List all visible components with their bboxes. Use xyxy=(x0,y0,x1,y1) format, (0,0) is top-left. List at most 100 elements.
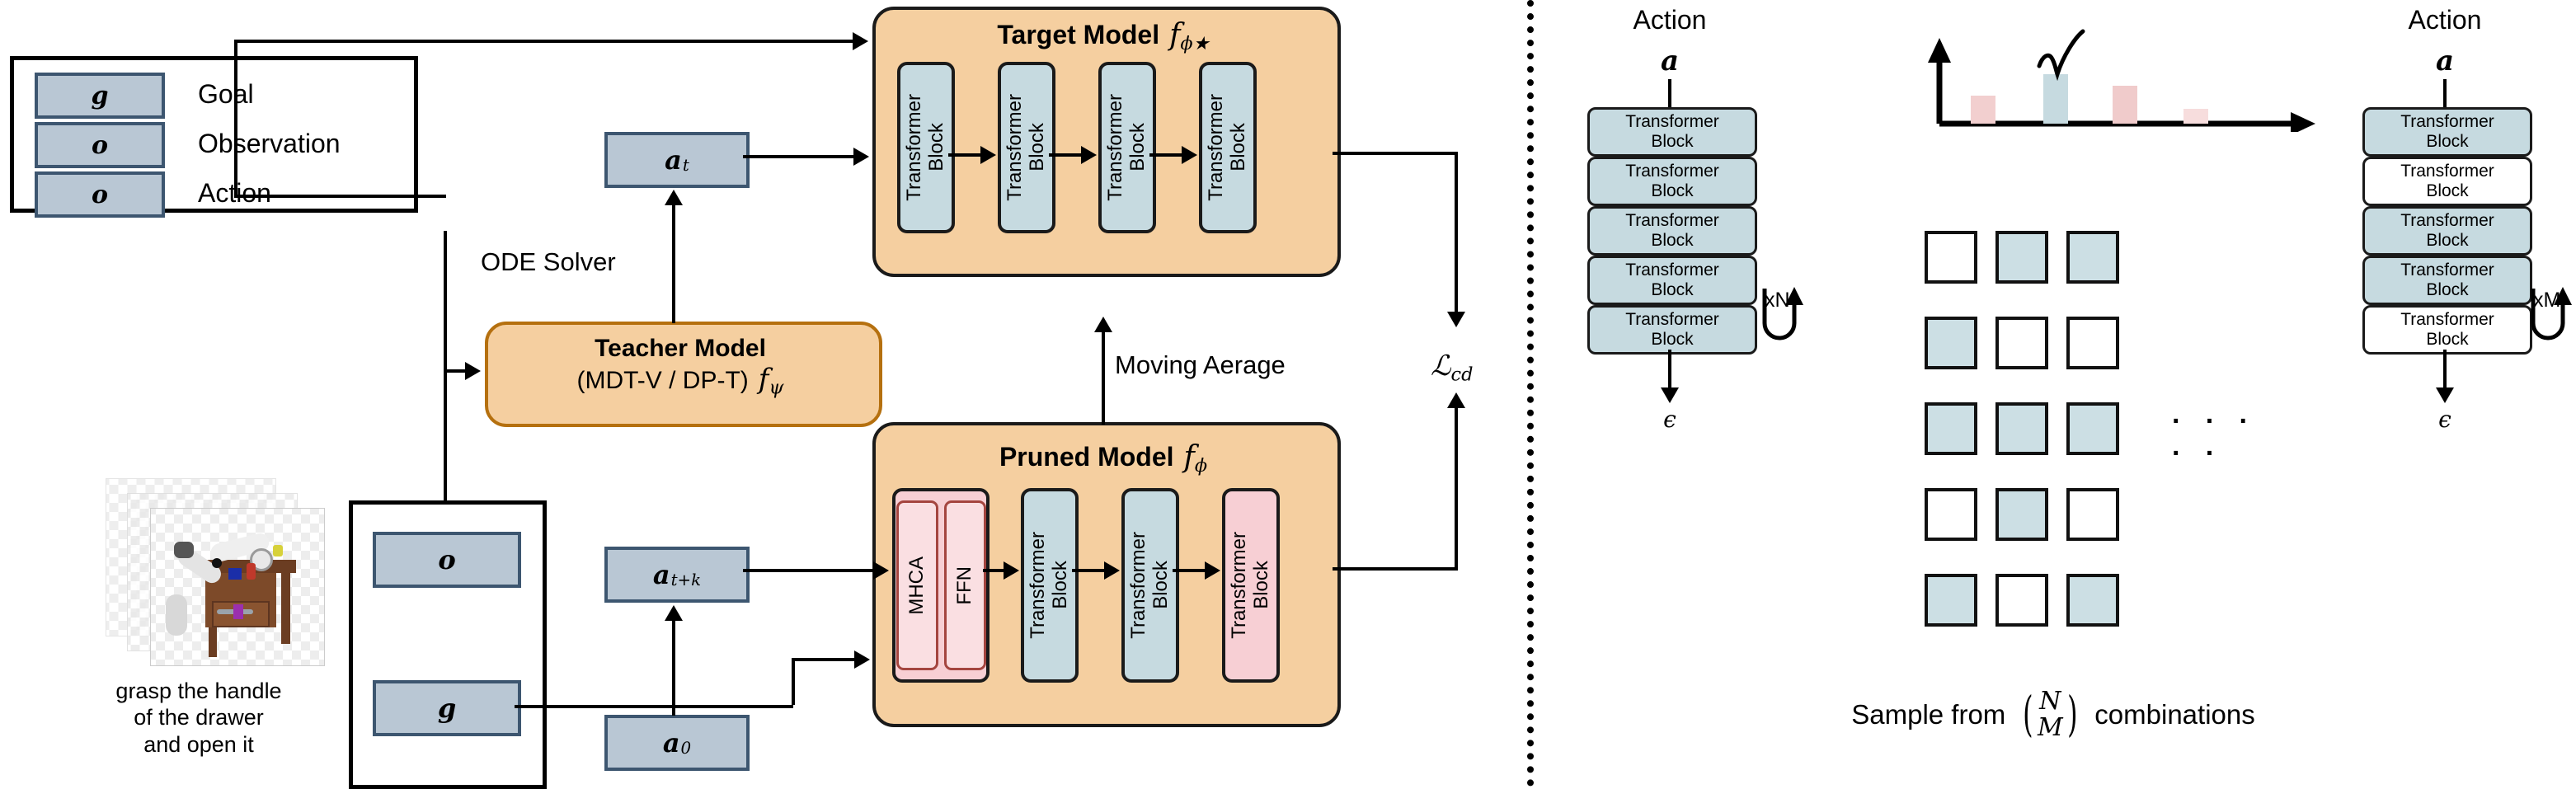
left-stack-block-3: Transformer Block xyxy=(1587,206,1757,256)
goal-to-pruned-head xyxy=(854,650,870,669)
grid-cell-r3c2 xyxy=(1995,402,2048,455)
target-arrow-1-shaft xyxy=(948,153,982,157)
left-stack-block-2: Transformer Block xyxy=(1587,157,1757,206)
legend-swatch-goal: g xyxy=(35,73,165,119)
teacher-model-panel xyxy=(485,322,882,427)
grid-cell-r4c1 xyxy=(1925,488,1977,541)
grid-ellipsis: · · · · · xyxy=(2172,406,2257,469)
chart-check-icon xyxy=(2035,15,2036,16)
pruned-block-2-label: Transformer Block xyxy=(1027,532,1071,639)
grid-cell-r4c3 xyxy=(2066,488,2119,541)
input-goal-symbol: g xyxy=(437,693,457,724)
combination-grid: · · · · · xyxy=(1925,231,2271,627)
left-stack-bottom-symbol: ϵ xyxy=(1663,406,1676,433)
pruned-arrow-2-head xyxy=(1104,561,1120,580)
grid-cell-r1c1 xyxy=(1925,231,1977,284)
teacher-model-subtitle: (MDT-V / DP-T) xyxy=(576,367,749,394)
inputs-to-teacher-shaft xyxy=(444,369,467,373)
left-stack-loop-icon xyxy=(1762,287,1803,340)
right-stack-output-head xyxy=(2436,387,2454,403)
grid-cell-r5c1 xyxy=(1925,574,1977,627)
right-stack-top-symbol: a xyxy=(2435,45,2455,77)
pruned-to-loss-head xyxy=(1447,392,1465,408)
right-stack-bottom-symbol: ϵ xyxy=(2438,406,2451,433)
bar-4 xyxy=(2183,109,2208,124)
binomial-coefficient: ( N M ) xyxy=(2019,688,2081,740)
grid-cell-r2c1 xyxy=(1925,317,1977,369)
teacher-to-ode xyxy=(672,303,675,323)
a-t-sub: t xyxy=(682,155,689,175)
cond-riser-top xyxy=(234,40,237,198)
pruned-symbol-sub: ϕ xyxy=(1194,455,1208,477)
right-stack-input-line xyxy=(2443,79,2447,109)
a-0-base: a xyxy=(662,727,680,758)
input-observation-box: o xyxy=(373,532,521,588)
left-stack-block-5: Transformer Block xyxy=(1587,305,1757,355)
binom-top: N xyxy=(2039,687,2061,716)
sample-combinations-caption: Sample from ( N M ) combinations xyxy=(1748,688,2358,740)
left-stack-repeat-label: xN xyxy=(1765,289,1790,312)
right-stack-block-4: Transformer Block xyxy=(2362,256,2532,305)
target-arrow-2-shaft xyxy=(1049,153,1083,157)
input-observation-symbol: o xyxy=(438,544,456,575)
target-block-1: Transformer Block xyxy=(897,62,955,233)
pruned-block-3: Transformer Block xyxy=(1121,488,1179,683)
input-goal-box: g xyxy=(373,680,521,736)
target-block-3-label: Transformer Block xyxy=(1104,94,1149,201)
binom-bottom: M xyxy=(2037,712,2063,742)
loss-subscript: cd xyxy=(1450,364,1474,386)
pruned-arrow-1-shaft xyxy=(983,569,1005,572)
target-arrow-3-head xyxy=(1182,146,1197,164)
a0-to-atk-shaft xyxy=(672,618,675,716)
left-stack-block-1: Transformer Block xyxy=(1587,107,1757,157)
right-stack-block-5: Transformer Block xyxy=(2362,305,2532,355)
right-stack-block-3: Transformer Block xyxy=(2362,206,2532,256)
selection-bar-chart xyxy=(1928,29,2315,132)
inputs-to-teacher-head xyxy=(465,362,481,380)
target-arrow-3-shaft xyxy=(1149,153,1183,157)
grid-cell-r3c1 xyxy=(1925,402,1977,455)
legend-symbol-goal: g xyxy=(91,81,109,110)
moving-average-head xyxy=(1094,317,1112,332)
ode-solver-arrow-shaft xyxy=(672,204,675,303)
right-stack-block-2: Transformer Block xyxy=(2362,157,2532,206)
pruned-sub-block-mhca: MHCA xyxy=(895,500,938,671)
moving-average-label: Moving Aerage xyxy=(1115,350,1286,379)
grid-cell-r1c2 xyxy=(1995,231,2048,284)
teacher-symbol-sub: ψ xyxy=(769,377,784,399)
legend-symbol-observation: o xyxy=(91,130,108,160)
sample-text-before: Sample from xyxy=(1851,698,2006,730)
bar-3 xyxy=(2113,86,2137,124)
scene-thumbnail xyxy=(106,478,325,666)
target-model-name: Target Model xyxy=(997,20,1160,49)
at-to-target-head xyxy=(853,148,869,166)
legend-label-observation: Observation xyxy=(198,129,341,158)
legend-to-riser xyxy=(234,195,411,198)
target-symbol-sub: ϕ★ xyxy=(1180,33,1210,55)
binom-right-paren: ) xyxy=(2066,686,2078,743)
grid-cell-r3c3 xyxy=(2066,402,2119,455)
target-to-loss-shaft xyxy=(1455,152,1458,313)
pruned-to-loss-shaft xyxy=(1455,406,1458,569)
pruned-symbol-base: f xyxy=(1183,440,1195,474)
pruned-arrow-2-shaft xyxy=(1072,569,1106,572)
right-stack-repeat-label: xM xyxy=(2533,289,2561,312)
target-symbol-base: f xyxy=(1169,18,1181,52)
legend-swatch-observation: o xyxy=(35,122,165,168)
right-stack-heading: Action xyxy=(2408,5,2482,35)
grid-cell-r5c2 xyxy=(1995,574,2048,627)
pruned-model-name: Pruned Model xyxy=(999,442,1174,472)
grid-cell-r2c3 xyxy=(2066,317,2119,369)
pruned-block-4: Transformer Block xyxy=(1222,488,1280,683)
target-block-1-label: Transformer Block xyxy=(903,94,947,201)
target-block-4-label: Transformer Block xyxy=(1205,94,1249,201)
target-block-2-label: Transformer Block xyxy=(1004,94,1048,201)
binom-left-paren: ( xyxy=(2023,686,2033,743)
left-stack-top-symbol: a xyxy=(1660,45,1680,77)
ode-solver-label: ODE Solver xyxy=(481,247,616,276)
goal-to-pruned-shaft xyxy=(515,705,605,708)
